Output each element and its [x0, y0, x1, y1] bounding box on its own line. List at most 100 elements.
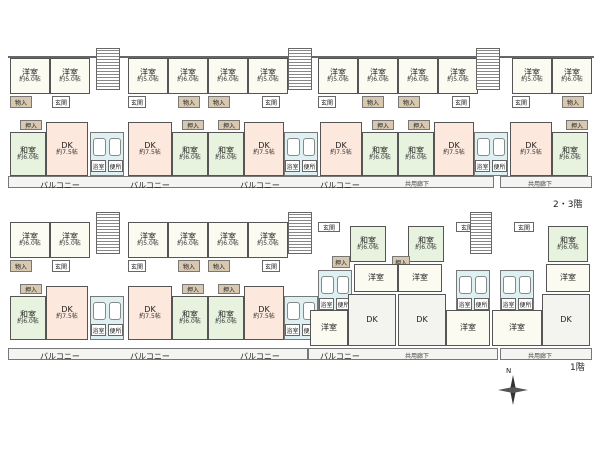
- room-size: 約7.5帖: [139, 313, 161, 321]
- balcony: [8, 348, 308, 360]
- room-name: DK: [258, 140, 270, 150]
- toilet-label: 便所: [108, 160, 123, 172]
- room-size: 約7.5帖: [330, 149, 352, 157]
- room-name: 洋室: [450, 67, 466, 77]
- western-room: 洋室約6.0帖: [398, 58, 438, 94]
- room-name: 和室: [20, 145, 36, 155]
- room-size: 約6.0帖: [179, 318, 201, 326]
- western-room: 洋室: [310, 310, 348, 346]
- bathtub-icon: [477, 138, 490, 156]
- room-name: 洋室: [410, 67, 426, 77]
- room-size: 約7.5帖: [253, 149, 275, 157]
- entrance-label: 玄関: [318, 222, 340, 232]
- room-name: 洋室: [140, 67, 156, 77]
- room-size: 約6.0帖: [17, 318, 39, 326]
- corridor-label: 共用廊下: [528, 181, 553, 188]
- closet-label: 押入: [372, 120, 394, 130]
- compass-icon: N: [498, 367, 528, 405]
- balcony: [8, 176, 494, 188]
- staircase: [288, 212, 312, 254]
- room-name: DK: [525, 140, 537, 150]
- corridor-label: 共用廊下: [405, 353, 430, 360]
- room-size: 約6.0帖: [19, 240, 41, 248]
- western-room: 洋室約6.0帖: [552, 58, 592, 94]
- bathtub-icon: [287, 138, 300, 156]
- corridor-label: 共用廊下: [528, 353, 553, 360]
- room-size: 約5.0帖: [59, 240, 81, 248]
- room-size: 約5.0帖: [447, 76, 469, 84]
- balcony-label: バルコニー: [240, 181, 280, 190]
- bath-label: 浴室: [285, 160, 300, 172]
- dining-kitchen: DK: [542, 294, 590, 346]
- japanese-room: 和室約6.0帖: [408, 226, 444, 262]
- balcony-label: バルコニー: [320, 181, 360, 190]
- balcony-label: バルコニー: [130, 352, 170, 361]
- western-room: 洋室約6.0帖: [10, 222, 50, 258]
- entrance-label: 玄関: [262, 96, 280, 108]
- balcony-label: バルコニー: [240, 352, 280, 361]
- bathtub-icon: [287, 302, 300, 320]
- room-size: 約6.0帖: [17, 154, 39, 162]
- japanese-room: 和室約6.0帖: [350, 226, 386, 262]
- entrance-label: 玄関: [128, 260, 146, 272]
- closet-label: 押入: [408, 120, 430, 130]
- room-name: 和室: [218, 145, 234, 155]
- western-room: 洋室約5.0帖: [50, 222, 90, 258]
- room-size: 約5.0帖: [327, 76, 349, 84]
- room-size: 約6.0帖: [217, 240, 239, 248]
- western-room: 洋室約5.0帖: [318, 58, 358, 94]
- western-room: 洋室約5.0帖: [50, 58, 90, 94]
- room-name: 和室: [218, 309, 234, 319]
- entrance-label: 玄関: [128, 96, 146, 108]
- western-room: 洋室約6.0帖: [168, 58, 208, 94]
- room-name: 洋室: [220, 67, 236, 77]
- balcony: [500, 348, 592, 360]
- room-name: 洋室: [321, 322, 337, 332]
- western-room: 洋室約5.0帖: [128, 222, 168, 258]
- room-name: 和室: [418, 235, 434, 245]
- entrance-label: 玄関: [52, 260, 70, 272]
- room-name: 洋室: [62, 231, 78, 241]
- room-size: 約6.0帖: [367, 76, 389, 84]
- balcony-label: バルコニー: [40, 181, 80, 190]
- room-name: DK: [61, 304, 73, 314]
- room-name: 洋室: [260, 67, 276, 77]
- bath-label: 浴室: [285, 324, 300, 336]
- bath-label: 浴室: [475, 160, 490, 172]
- bath-label: 浴室: [91, 160, 106, 172]
- toilet-label: 便所: [518, 298, 533, 310]
- room-size: 約5.0帖: [521, 76, 543, 84]
- entrance-label: 玄関: [262, 260, 280, 272]
- toilet-label: 便所: [474, 298, 489, 310]
- western-room: 洋室約5.0帖: [512, 58, 552, 94]
- balcony-label: バルコニー: [130, 181, 170, 190]
- room-name: 和室: [562, 145, 578, 155]
- staircase: [96, 212, 120, 254]
- room-size: 約5.0帖: [257, 240, 279, 248]
- room-size: 約6.0帖: [177, 76, 199, 84]
- room-name: 洋室: [370, 67, 386, 77]
- bath-label: 浴室: [319, 298, 334, 310]
- closet-label: 押入: [182, 284, 204, 294]
- room-name: 洋室: [460, 322, 476, 332]
- western-room: 洋室約5.0帖: [248, 222, 288, 258]
- western-room: 洋室: [446, 310, 490, 346]
- room-name: 洋室: [524, 67, 540, 77]
- room-name: 洋室: [22, 67, 38, 77]
- bath-label: 浴室: [501, 298, 516, 310]
- western-room: 洋室約6.0帖: [168, 222, 208, 258]
- washbasin-icon: [475, 276, 487, 294]
- room-size: 約5.0帖: [59, 76, 81, 84]
- room-size: 約6.0帖: [407, 76, 429, 84]
- washbasin-icon: [337, 276, 349, 294]
- room-name: 洋室: [564, 67, 580, 77]
- corridor-label: 共用廊下: [405, 181, 430, 188]
- western-room: 洋室約6.0帖: [208, 222, 248, 258]
- room-size: 約6.0帖: [357, 244, 379, 252]
- room-name: 洋室: [412, 272, 428, 282]
- room-name: 和室: [360, 235, 376, 245]
- entrance-label: 玄関: [512, 96, 530, 108]
- room-name: 洋室: [260, 231, 276, 241]
